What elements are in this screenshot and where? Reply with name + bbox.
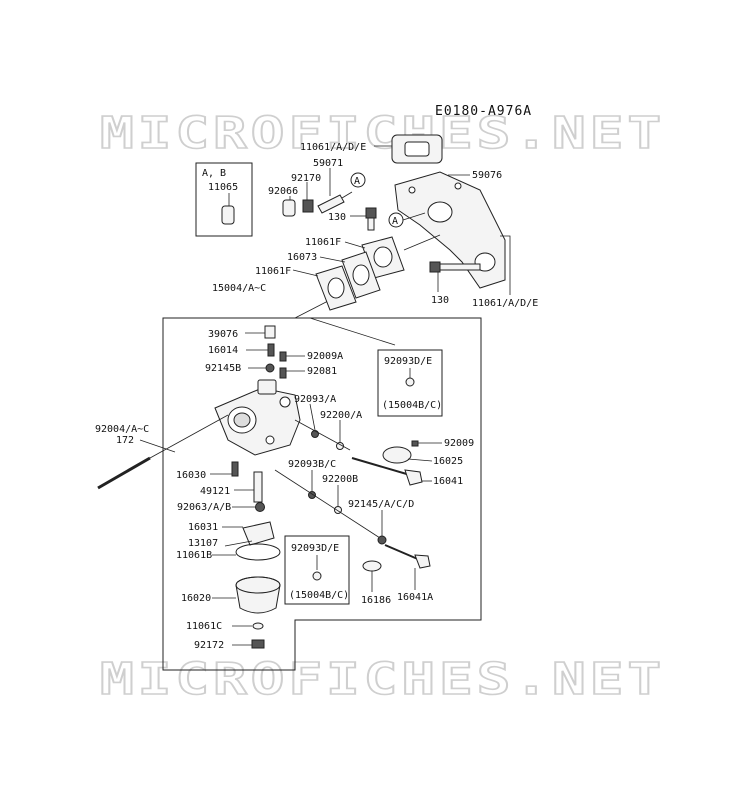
- label-11061c: 11061C: [186, 621, 222, 632]
- diagram-code: E0180-A976A: [435, 104, 532, 119]
- needle-49121: [253, 471, 263, 503]
- callout-a-2-label: A: [392, 216, 398, 227]
- carburetor-assembly-frame: [162, 317, 482, 671]
- label-11061f-1: 11061F: [305, 237, 341, 248]
- label-16041a: 16041A: [397, 592, 433, 603]
- label-16186: 16186: [361, 595, 391, 606]
- intake-manifold: [394, 171, 511, 295]
- label-13107: 13107: [188, 538, 218, 549]
- fitting-59071: [317, 191, 353, 214]
- throttle-shaft-16041: [351, 457, 423, 486]
- label-16073: 16073: [287, 252, 317, 263]
- inset-top-note: (15004B/C): [382, 400, 442, 411]
- bolt-130-bottom: [429, 261, 481, 273]
- inset-ab-box: A, B 11065: [195, 162, 253, 237]
- label-16041: 16041: [433, 476, 463, 487]
- label-59076: 59076: [472, 170, 502, 181]
- nut-92063: [255, 502, 265, 512]
- label-15004: 15004/A~C: [212, 283, 266, 294]
- label-16025: 16025: [433, 456, 463, 467]
- label-92093bc: 92093B/C: [288, 459, 336, 470]
- choke-shaft-16041a: [384, 544, 431, 569]
- gasket-11061c: [252, 622, 264, 630]
- label-92009: 92009: [444, 438, 474, 449]
- gasket-11061f-lower: [315, 265, 357, 311]
- gasket-11061b: [235, 543, 281, 561]
- label-92200b: 92200B: [322, 474, 358, 485]
- screw-92009a: [279, 351, 287, 362]
- label-92145b: 92145B: [205, 363, 241, 374]
- callout-a-1: [350, 172, 366, 188]
- screw-92081: [279, 367, 287, 379]
- carburetor-body: [214, 379, 301, 456]
- oring-92145acd: [377, 535, 387, 545]
- label-172: 172: [116, 435, 134, 446]
- label-92172: 92172: [194, 640, 224, 651]
- label-11061f-2: 11061F: [255, 266, 291, 277]
- float-bowl-16020: [235, 576, 281, 614]
- inset-bottom-part: 92093D/E: [291, 543, 339, 554]
- label-16030: 16030: [176, 470, 206, 481]
- float-16031: [242, 521, 275, 546]
- screw-92009: [411, 440, 419, 447]
- label-92145acd: 92145/A/C/D: [348, 499, 414, 510]
- label-130-bottom: 130: [431, 295, 449, 306]
- throttle-plate-16025: [382, 446, 412, 464]
- gasket-top: [391, 134, 443, 164]
- screw-16030: [231, 461, 239, 477]
- label-92170: 92170: [291, 173, 321, 184]
- label-59071: 59071: [313, 158, 343, 169]
- label-130-top: 130: [328, 212, 346, 223]
- pin-11065: [221, 205, 235, 225]
- label-92200a: 92200/A: [320, 410, 362, 421]
- inset-bottom-note: (15004B/C): [289, 590, 349, 601]
- watermark-bottom: MICROFICHES.NET: [100, 654, 665, 705]
- label-92066: 92066: [268, 186, 298, 197]
- label-11061b: 11061B: [176, 550, 212, 561]
- label-92009a: 92009A: [307, 351, 343, 362]
- label-11061-ade-top: 11061/A/D/E: [300, 142, 366, 153]
- inset-ab-title: A, B: [202, 168, 226, 179]
- label-92004: 92004/A~C: [95, 424, 149, 435]
- choke-plate-16186: [362, 560, 382, 572]
- bolt-130-top: [365, 207, 377, 231]
- label-92081: 92081: [307, 366, 337, 377]
- label-11061-ade-bottom: 11061/A/D/E: [472, 298, 538, 309]
- oring-92093a: [311, 430, 319, 438]
- watermark-top: MICROFICHES.NET: [100, 108, 665, 159]
- label-16031: 16031: [188, 522, 218, 533]
- inset-ab-part: 11065: [208, 182, 238, 193]
- oring-92145b: [265, 363, 275, 373]
- label-16020: 16020: [181, 593, 211, 604]
- inset-top-box: 92093D/E (15004B/C): [377, 349, 443, 417]
- callout-a-1-label: A: [354, 176, 360, 187]
- jet-16014: [267, 343, 275, 357]
- label-92063: 92063/A/B: [177, 502, 231, 513]
- label-16014: 16014: [208, 345, 238, 356]
- leader-15004: [309, 317, 396, 346]
- spacer-16073: [341, 251, 381, 299]
- label-39076: 39076: [208, 329, 238, 340]
- label-49121: 49121: [200, 486, 230, 497]
- stud-92066: [282, 199, 296, 217]
- cap-39076: [264, 325, 276, 339]
- bolt-92172: [251, 639, 265, 649]
- inset-top-part: 92093D/E: [384, 356, 432, 367]
- label-92093a: 92093/A: [294, 394, 336, 405]
- nut-92170: [302, 199, 314, 213]
- inset-bottom-box: 92093D/E (15004B/C): [284, 535, 350, 605]
